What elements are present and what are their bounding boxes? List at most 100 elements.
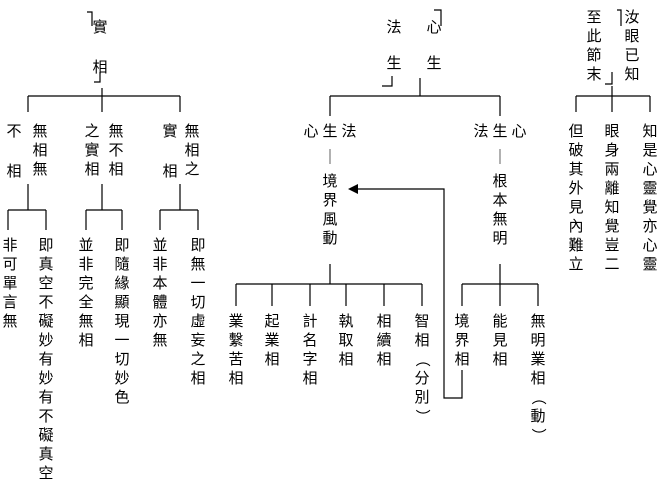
leaf-bing-fei-ben-ti: 並非本體亦無: [150, 236, 170, 350]
char: 切: [114, 350, 130, 368]
char: 豈: [604, 236, 620, 254]
label-shi-mid: 實: [160, 122, 180, 141]
char: ｜: [322, 148, 338, 166]
char: （: [529, 389, 548, 405]
char: 境: [322, 172, 338, 190]
char: 身: [604, 141, 620, 159]
char: 妙: [38, 369, 54, 387]
label-xiang-top: 相: [90, 58, 110, 77]
label-bu: 不: [4, 122, 24, 141]
char: 知: [642, 122, 658, 140]
char: 見: [568, 198, 584, 216]
char: 相: [376, 312, 392, 330]
char: 明: [530, 331, 546, 349]
char: 空: [38, 274, 54, 292]
char: 相: [108, 160, 124, 178]
char: 可: [2, 255, 18, 273]
char: 全: [78, 293, 94, 311]
char: 色: [114, 388, 130, 406]
char: 無: [152, 331, 168, 349]
char: 礙: [38, 426, 54, 444]
char: 相: [530, 369, 546, 387]
char: 亦: [642, 217, 658, 235]
char: 不: [108, 141, 124, 159]
leaf-zhi-shi-xin-ling: 知是心靈覺亦心靈: [640, 122, 659, 274]
char: 並: [78, 236, 94, 254]
char: 難: [568, 236, 584, 254]
char: 眼: [624, 27, 640, 45]
char: 心: [642, 160, 658, 178]
char: 內: [568, 217, 584, 235]
leaf-zhi-qu-xiang: 執取相: [336, 312, 356, 369]
char: 虛: [190, 312, 206, 330]
char: ｜: [492, 148, 508, 166]
char: 實: [84, 141, 100, 159]
char: 立: [568, 255, 584, 273]
char: 真: [38, 445, 54, 463]
char: 靈: [642, 179, 658, 197]
char: 相: [32, 141, 48, 159]
char: 離: [604, 179, 620, 197]
char: 智: [414, 312, 430, 330]
char: 生: [386, 54, 402, 72]
label-sheng-right: 生: [424, 54, 444, 73]
leaf-xiang-xu-xiang: 相續相: [374, 312, 394, 369]
leaf-bing-fei-wan-quan: 並非完全無相: [76, 236, 96, 350]
char: 至: [586, 8, 602, 26]
char: 之: [190, 350, 206, 368]
char: 起: [264, 312, 280, 330]
char: 即: [38, 236, 54, 254]
label-sheng-left: 生: [384, 54, 404, 73]
char: 相: [92, 58, 108, 76]
char: 分: [414, 369, 430, 387]
char: 無: [108, 122, 124, 140]
char: 有: [38, 388, 54, 406]
char: 其: [568, 160, 584, 178]
label-xiang-mid: 相: [160, 162, 180, 181]
char: 顯: [114, 293, 130, 311]
char: 法: [386, 18, 402, 36]
char: （: [413, 351, 432, 367]
leaf-jing-jie-xiang: 境界相: [452, 312, 472, 369]
char: 相: [6, 162, 22, 180]
char: 風: [322, 210, 338, 228]
char: 無: [32, 122, 48, 140]
label-wu-bu-xiang: 無不相: [106, 122, 126, 179]
char: 相: [190, 369, 206, 387]
char: 但: [568, 122, 584, 140]
char: 切: [190, 293, 206, 311]
leaf-ji-ming-zi-xiang: 計名字相: [300, 312, 320, 388]
char: 相: [492, 350, 508, 368]
leaf-ji-sui-yuan: 即隨緣顯現一切妙色: [112, 236, 132, 407]
char: 末: [586, 65, 602, 83]
char: 根: [492, 172, 508, 190]
char: 即: [114, 236, 130, 254]
char: 無: [32, 160, 48, 178]
char: 明: [492, 229, 508, 247]
char: 相: [264, 350, 280, 368]
dash-left: ｜: [320, 148, 340, 167]
char: 覺: [604, 217, 620, 235]
char: 實: [92, 18, 108, 36]
char: 之: [84, 122, 100, 140]
char: 完: [78, 274, 94, 292]
char: 體: [152, 293, 168, 311]
char: 無: [530, 312, 546, 330]
char: 實: [162, 122, 178, 140]
char: 相: [228, 369, 244, 387]
leaf-fei-ke-dan-yan-wu: 非可單言無: [0, 236, 20, 331]
char: 無: [184, 122, 200, 140]
leaf-qi-ye-xiang: 起業相: [262, 312, 282, 369]
char: 此: [586, 27, 602, 45]
fa-sheng-xin-text: 法生心: [473, 122, 531, 140]
char: 不: [38, 407, 54, 425]
char: 生: [426, 54, 442, 72]
char: 無: [492, 210, 508, 228]
label-zhi-shi-xiang: 之實相: [82, 122, 102, 179]
char: 動: [322, 229, 338, 247]
char: 知: [624, 65, 640, 83]
leaf-ji-zhen-kong: 即真空不礙妙有妙有不礙真空: [36, 236, 56, 483]
char: 緣: [114, 274, 130, 292]
